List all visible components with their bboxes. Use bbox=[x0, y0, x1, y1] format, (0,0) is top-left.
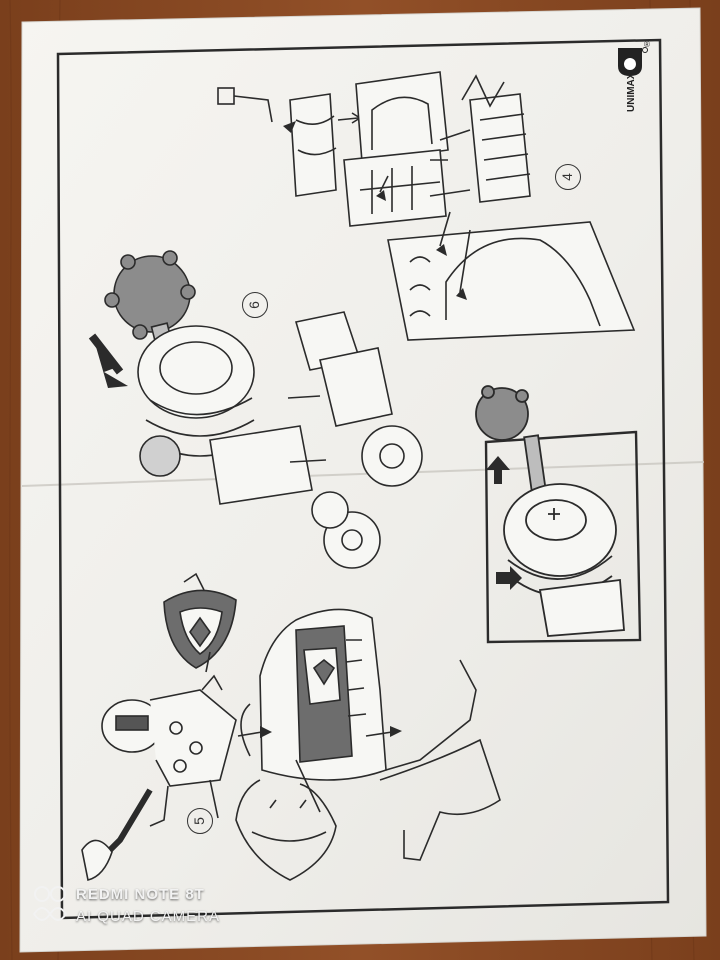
step-4-label: 4 bbox=[559, 173, 575, 181]
arrow-icon bbox=[486, 456, 510, 484]
brand-label: UNIMAX bbox=[626, 73, 637, 112]
step-number-5: 5 bbox=[187, 808, 213, 834]
cannon-detail-box bbox=[475, 385, 642, 644]
arrow-icon bbox=[496, 566, 522, 590]
shield-icon bbox=[163, 572, 237, 669]
step-6-label: 6 bbox=[246, 301, 262, 309]
camera-watermark: REDMI NOTE 8T AI QUAD CAMERA bbox=[32, 884, 220, 928]
brand-name: UNIMAX bbox=[626, 72, 637, 112]
step-6-illustration bbox=[104, 250, 423, 569]
watermark-camera: AI QUAD CAMERA bbox=[76, 908, 221, 925]
step-5-label: 5 bbox=[191, 817, 207, 825]
watermark-device: REDMI NOTE 8T bbox=[76, 886, 205, 903]
brand-logo-icon bbox=[618, 47, 648, 76]
arrow-icon bbox=[283, 121, 467, 300]
arrow-icon bbox=[88, 333, 124, 375]
step-number-6: 6 bbox=[242, 292, 268, 318]
arrow-icon bbox=[260, 726, 402, 738]
knight-icon bbox=[81, 674, 237, 881]
mace-icon bbox=[104, 250, 196, 340]
fold-crease bbox=[21, 461, 705, 487]
step-number-4: 4 bbox=[555, 164, 581, 190]
step-4-illustration bbox=[217, 71, 636, 341]
camera-logo-icon bbox=[32, 886, 68, 921]
step-5-illustration bbox=[81, 572, 501, 881]
registered-mark: ® bbox=[644, 40, 650, 49]
printed-border bbox=[56, 38, 670, 920]
horse-icon bbox=[235, 608, 501, 881]
